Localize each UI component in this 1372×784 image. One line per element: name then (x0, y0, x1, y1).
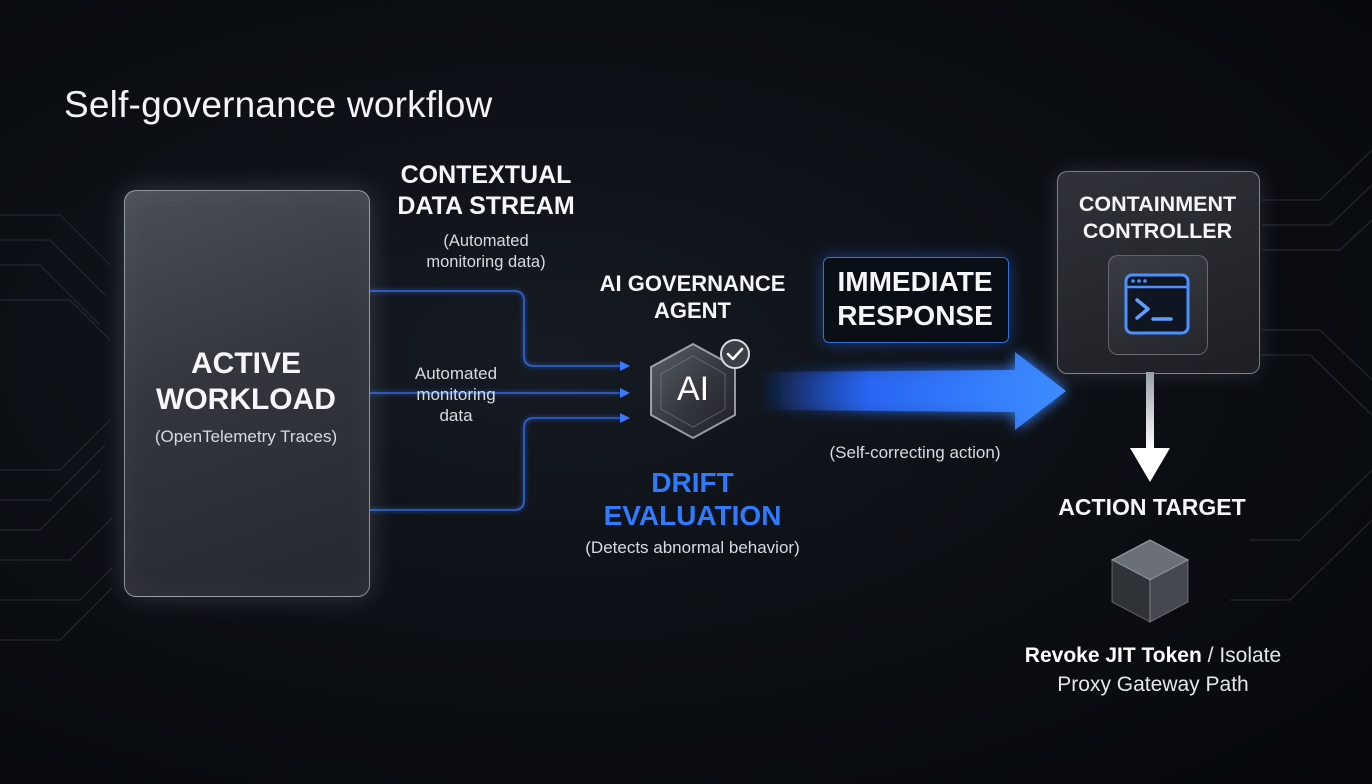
immediate-response-label: IMMEDIATE RESPONSE (823, 265, 1007, 333)
agent-title-line1: AI GOVERNANCE (599, 271, 786, 296)
cube-icon (1110, 539, 1190, 623)
drift-title-line2: EVALUATION (603, 500, 782, 531)
stream-title-line1: CONTEXTUAL (400, 161, 572, 189)
controller-title-line2: CONTROLLER (1082, 219, 1233, 243)
down-arrow-icon (1130, 372, 1170, 482)
response-line2: RESPONSE (837, 300, 993, 331)
terminal-icon (1124, 273, 1190, 335)
drift-evaluation-title: DRIFT EVALUATION (570, 466, 815, 532)
page-title: Self-governance workflow (64, 84, 493, 125)
target-bold-part: Revoke JIT Token (1024, 644, 1202, 667)
immediate-response-box (823, 257, 1009, 343)
workload-title: ACTIVE WORKLOAD (124, 346, 368, 418)
stream-mid-label: Automated monitoring data (396, 363, 516, 426)
controller-title: CONTAINMENT CONTROLLER (1057, 191, 1258, 245)
ai-hexagon-icon (650, 339, 750, 440)
workload-title-line2: WORKLOAD (156, 383, 336, 416)
ai-badge-label: AI (676, 370, 710, 408)
stream-subtitle-line1: (Automated (443, 232, 529, 250)
agent-title: AI GOVERNANCE AGENT (590, 270, 795, 324)
stream-line-bottom (370, 417, 620, 511)
workload-title-line1: ACTIVE (190, 347, 301, 380)
stream-subtitle: (Automated monitoring data) (390, 231, 582, 273)
agent-title-line2: AGENT (654, 298, 731, 323)
stream-title-line2: DATA STREAM (397, 192, 575, 220)
target-line2: Proxy Gateway Path (1057, 673, 1249, 696)
workload-subtitle: (OpenTelemetry Traces) (154, 427, 338, 446)
stream-subtitle-line2: monitoring data) (426, 253, 546, 271)
stream-title: CONTEXTUAL DATA STREAM (380, 160, 592, 222)
response-line1: IMMEDIATE (837, 266, 993, 297)
target-line1: Revoke JIT Token / Isolate (1000, 641, 1306, 670)
self-correcting-label: (Self-correcting action) (829, 443, 1001, 462)
active-workload-card (124, 190, 370, 597)
check-badge-icon (720, 339, 750, 369)
stream-mid-line3: data (439, 406, 473, 425)
drift-subtitle: (Detects abnormal behavior) (585, 538, 800, 557)
action-target-description: Revoke JIT Token / Isolate Proxy Gateway… (1000, 641, 1306, 699)
stream-line-top (370, 290, 620, 367)
stream-mid-line1: Automated (414, 364, 498, 383)
controller-title-line1: CONTAINMENT (1078, 192, 1237, 216)
stream-mid-line2: monitoring (416, 385, 496, 404)
target-rest-part: / Isolate (1201, 644, 1282, 667)
action-target-title: ACTION TARGET (1058, 494, 1246, 520)
drift-title-line1: DRIFT (651, 467, 734, 498)
response-beam-arrow (760, 352, 1066, 430)
